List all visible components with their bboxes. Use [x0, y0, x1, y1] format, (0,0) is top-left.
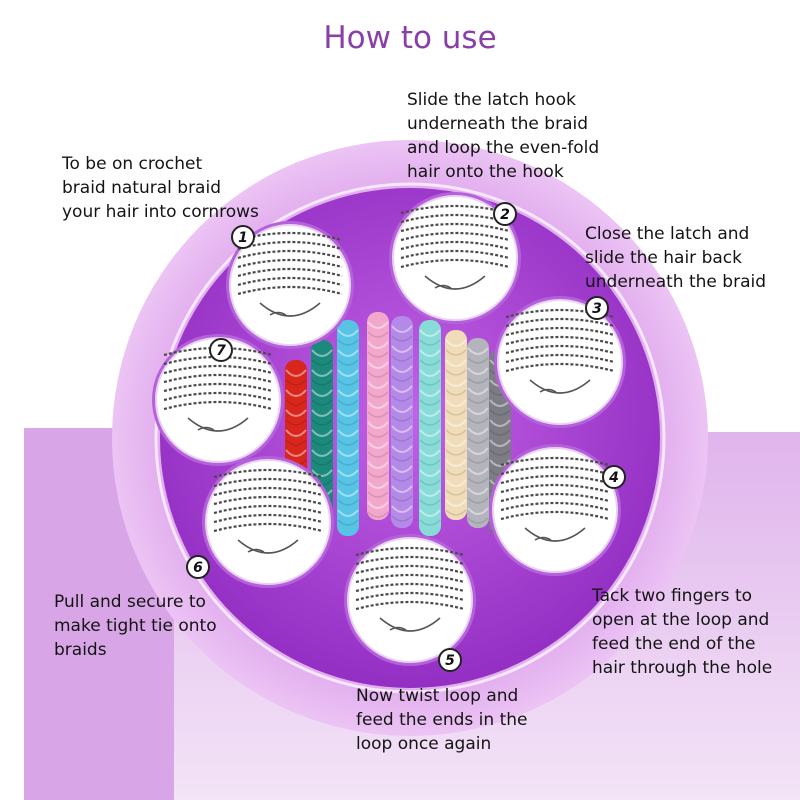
step-2-line-1: Slide the latch hook [407, 90, 576, 110]
step-badge [231, 225, 255, 249]
step-5-line-1: Now twist loop and [356, 686, 519, 706]
braid-strand [367, 312, 389, 520]
step-number: 3 [592, 301, 602, 317]
step-5-caption: Now twist loop and feed the ends in the … [356, 684, 528, 756]
step-4-line-1: Tack two fingers to [592, 586, 753, 606]
step-number: 6 [193, 560, 203, 576]
step-2-line-4: hair onto the hook [407, 162, 564, 182]
step-1-caption: To be on crochet braid natural braid you… [62, 152, 259, 224]
page-title: How to use [323, 20, 497, 56]
step-2-line-3: and loop the even-fold [407, 138, 600, 158]
step-number: 5 [445, 653, 455, 669]
step-badge [209, 338, 233, 362]
braid-strand [445, 330, 467, 520]
step-5-line-2: feed the ends in the [356, 710, 528, 730]
step-6-line-1: Pull and secure to [54, 592, 206, 612]
braid-strand [467, 338, 489, 528]
step-2-caption: Slide the latch hook underneath the brai… [407, 88, 599, 184]
step-illustrations: 1 2 3 4 5 6 7 [152, 192, 626, 672]
braid-strand [337, 320, 359, 536]
step-5-line-3: loop once again [356, 734, 492, 754]
step-number: 2 [500, 207, 510, 223]
step-badge [493, 202, 517, 226]
step-number: 1 [238, 230, 248, 246]
step-3-line-3: underneath the braid [585, 272, 766, 292]
step-illustration [344, 534, 476, 666]
step-4-line-4: hair through the hole [592, 658, 773, 678]
step-badge [438, 648, 462, 672]
step-badge [585, 296, 609, 320]
step-6-line-3: braids [54, 640, 107, 660]
step-3-line-2: slide the hair back [585, 248, 742, 268]
step-6-line-2: make tight tie onto [54, 616, 217, 636]
step-1-line-1: To be on crochet [62, 154, 203, 174]
step-4-caption: Tack two fingers to open at the loop and… [592, 584, 772, 680]
step-1-line-3: your hair into cornrows [62, 202, 259, 222]
step-4-line-2: open at the loop and [592, 610, 770, 630]
step-6-caption: Pull and secure to make tight tie onto b… [54, 590, 217, 662]
step-badge [186, 555, 210, 579]
step-2-line-2: underneath the braid [407, 114, 588, 134]
step-illustration [202, 456, 334, 588]
braid-strand [391, 316, 413, 528]
step-number: 4 [608, 470, 619, 486]
step-badge [602, 465, 626, 489]
step-3-line-1: Close the latch and [585, 224, 750, 244]
step-illustration [226, 221, 354, 349]
step-1-line-2: braid natural braid [62, 178, 221, 198]
outer-ring-edge [154, 182, 666, 694]
step-4-line-3: feed the end of the [592, 634, 756, 654]
step-illustration [489, 444, 621, 576]
braid-strand [419, 320, 441, 536]
step-illustration [152, 334, 284, 466]
step-illustration [494, 296, 626, 428]
step-number: 7 [216, 343, 226, 359]
step-3-caption: Close the latch and slide the hair back … [585, 222, 766, 294]
